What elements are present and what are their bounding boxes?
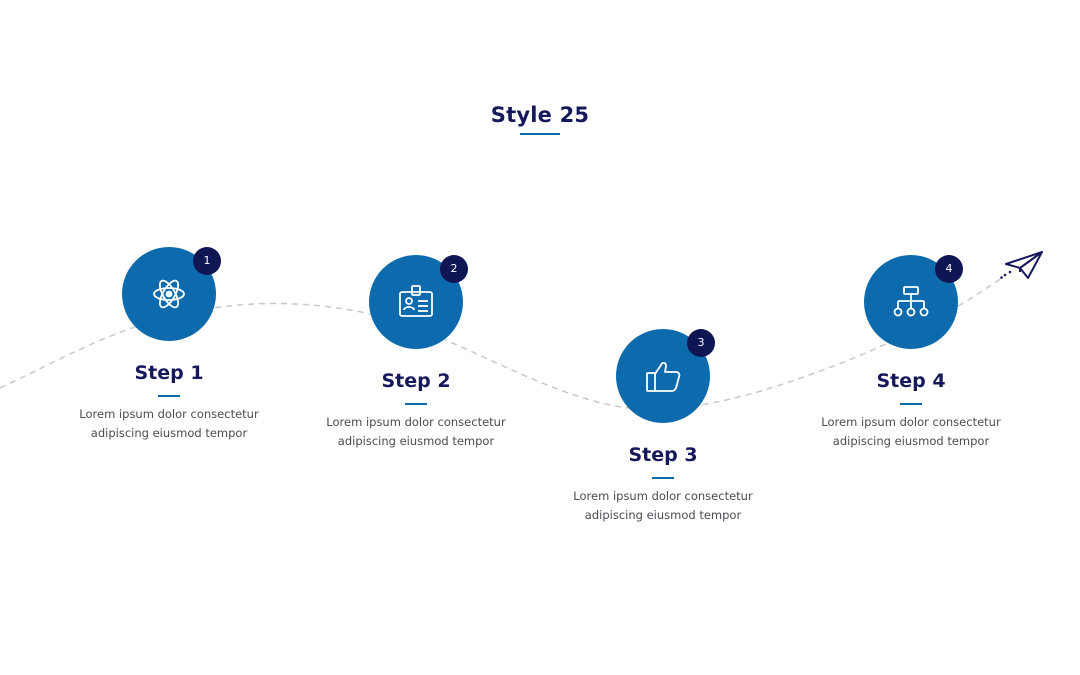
step-2-title: Step 2 xyxy=(381,370,451,392)
paper-plane-icon xyxy=(1000,251,1043,279)
step-4-underline xyxy=(900,403,922,405)
title-underline xyxy=(520,133,560,135)
step-4-title: Step 4 xyxy=(876,370,946,392)
step-3-badge: 3 xyxy=(687,329,715,357)
step-1-description: Lorem ipsum dolor consectetur adipiscing… xyxy=(79,407,259,440)
step-2-badge: 2 xyxy=(440,255,468,283)
step-3-underline xyxy=(652,477,674,479)
step-4-badge: 4 xyxy=(935,255,963,283)
step-2-description: Lorem ipsum dolor consectetur adipiscing… xyxy=(326,415,506,448)
step-4-description: Lorem ipsum dolor consectetur adipiscing… xyxy=(821,415,1001,448)
id-badge-icon xyxy=(399,285,433,317)
step-1-badge: 1 xyxy=(193,247,221,275)
step-2-underline xyxy=(405,403,427,405)
atom-icon xyxy=(153,279,185,309)
step-1-title: Step 1 xyxy=(134,362,204,384)
thumbs-up-icon xyxy=(646,361,681,392)
diagram-title: Style 25 xyxy=(490,103,590,127)
sitemap-icon xyxy=(893,286,929,317)
step-3-description: Lorem ipsum dolor consectetur adipiscing… xyxy=(573,489,753,522)
step-1-underline xyxy=(158,395,180,397)
step-3-title: Step 3 xyxy=(628,444,698,466)
